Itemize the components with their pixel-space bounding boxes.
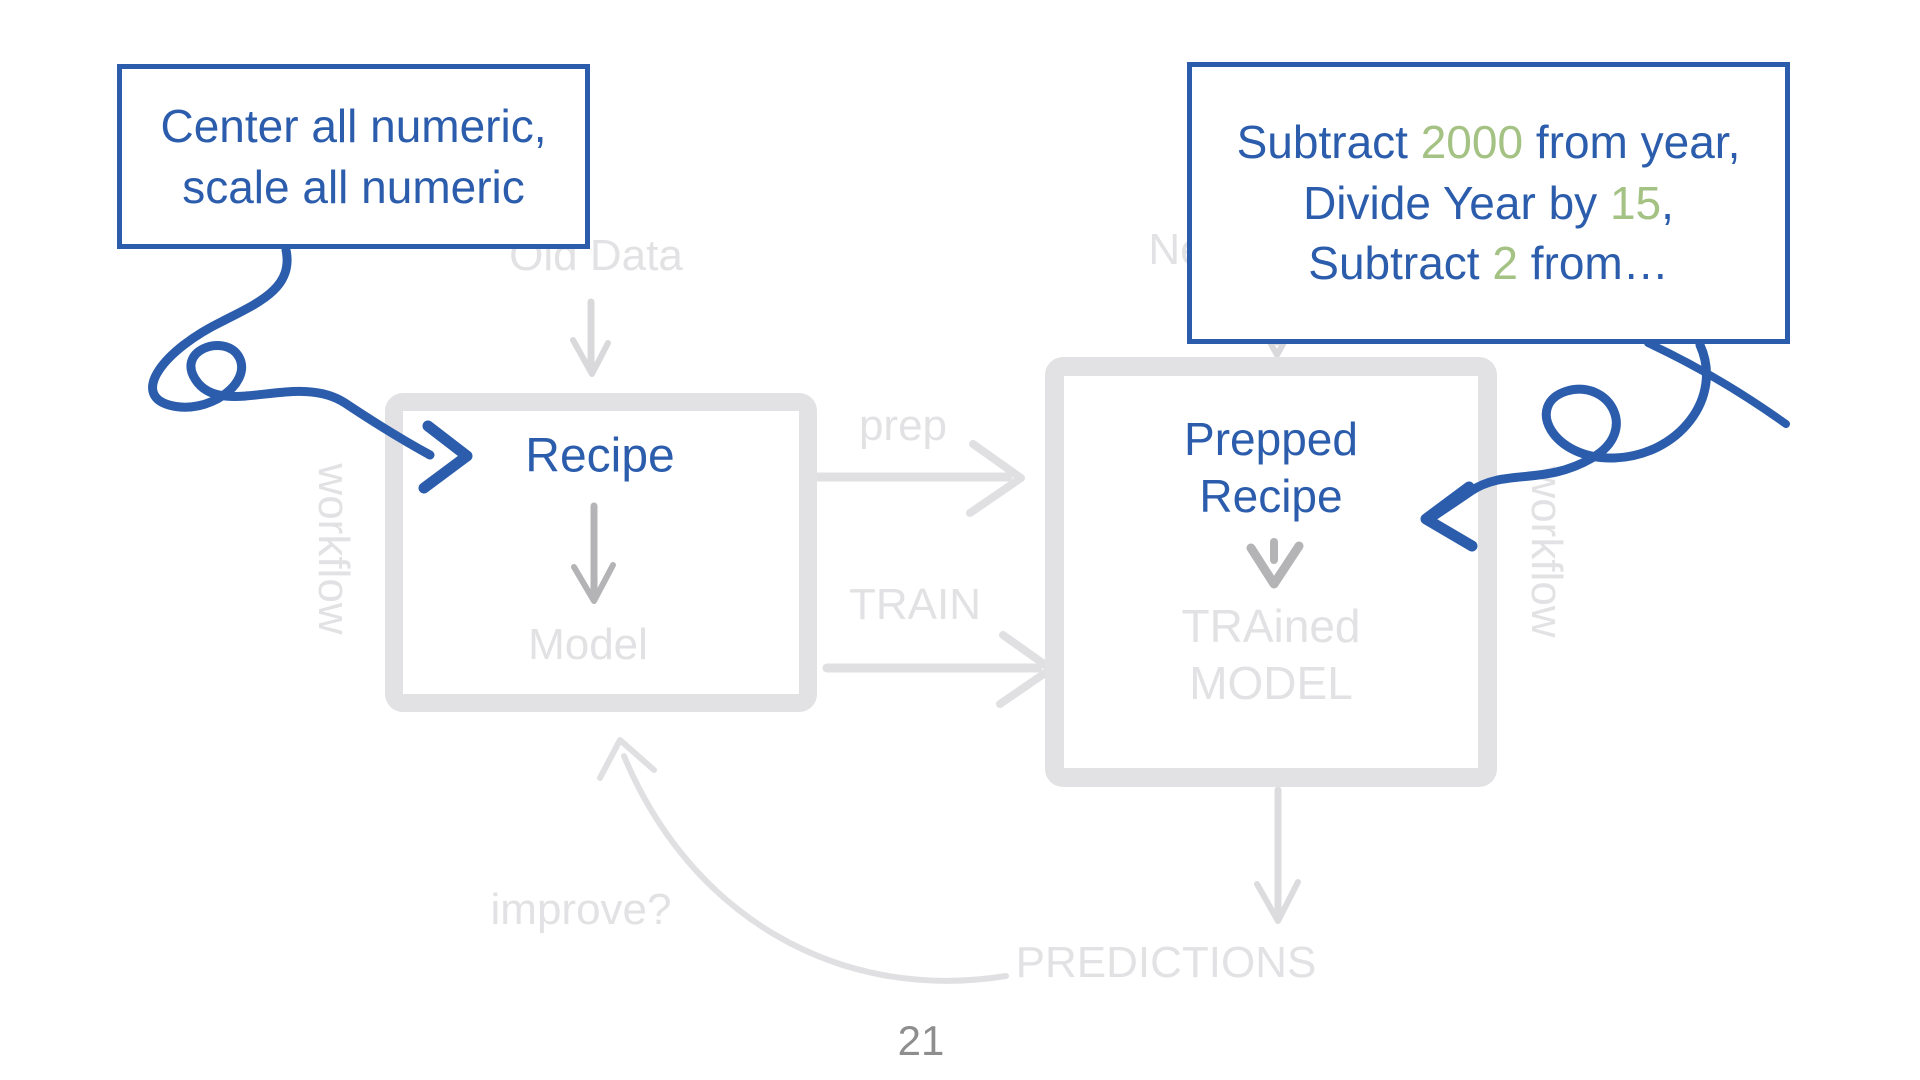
predictions-label: PREDICTIONS (1015, 937, 1317, 987)
callout-subtract-divide: Subtract 2000 from year, Divide Year by … (1187, 62, 1790, 344)
workflow-box-right (1045, 357, 1497, 787)
green-number-2000: 2000 (1420, 115, 1524, 168)
prep-arrow (813, 440, 1025, 517)
callout-right-line1: Subtract 2000 from year, (1236, 115, 1741, 168)
page-number: 21 (897, 1017, 945, 1064)
model-label: Model (528, 619, 648, 669)
improve-label: improve? (490, 884, 672, 934)
callout-right-line2: Divide Year by 15, (1303, 176, 1674, 229)
improve-curve-arrow (597, 737, 1009, 984)
left-ink-squiggle-arrow (148, 245, 473, 494)
callout-center-scale: Center all numeric, scale all numeric (117, 64, 590, 249)
trained-model-line1: TRAined (1181, 600, 1361, 652)
callout-left-line1: Center all numeric, (160, 99, 547, 152)
callout-left-line2: scale all numeric (182, 160, 525, 213)
prepped-recipe-line1: Prepped (1184, 413, 1358, 465)
prepped-recipe-line2: Recipe (1199, 470, 1343, 522)
old-data-arrow (570, 298, 611, 377)
prepped-to-trained-arrow (1246, 538, 1304, 589)
right-ink-squiggle-arrow (1420, 339, 1790, 552)
recipe-label: Recipe (525, 429, 675, 483)
prepped-recipe-label: Prepped Recipe (1184, 411, 1358, 525)
predictions-arrow (1254, 786, 1301, 924)
green-number-15: 15 (1609, 176, 1662, 229)
trained-model-label: TRAined MODEL (1182, 598, 1361, 712)
workflow-box-left (385, 393, 817, 712)
callout-right-line3: Subtract 2 from… (1308, 237, 1669, 290)
recipe-to-model-arrow (571, 502, 616, 604)
green-number-2: 2 (1492, 237, 1518, 290)
trained-model-line2: MODEL (1189, 657, 1353, 709)
prep-label: prep (858, 400, 948, 450)
train-label: TRAIN (849, 579, 981, 629)
